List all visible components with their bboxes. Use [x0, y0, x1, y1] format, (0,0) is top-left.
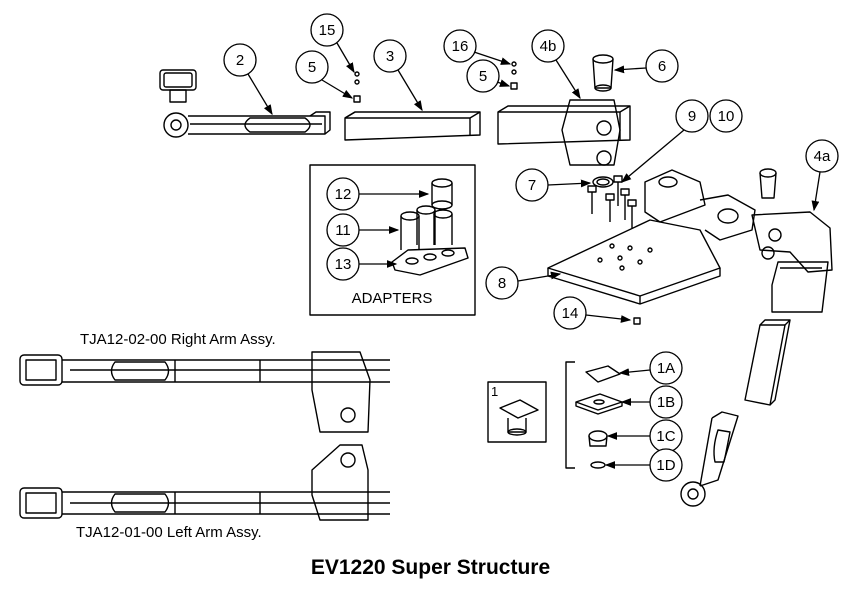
svg-text:11: 11	[335, 222, 351, 239]
callout-13: 13	[326, 247, 398, 281]
callout-11: 11	[326, 213, 400, 247]
svg-text:5: 5	[308, 59, 316, 76]
svg-text:10: 10	[718, 108, 735, 125]
callout-9: 9	[621, 99, 709, 183]
adapters-box	[309, 164, 476, 316]
svg-text:7: 7	[528, 177, 536, 194]
svg-text:1A: 1A	[657, 360, 675, 377]
callout-10: 10	[709, 99, 743, 133]
part-4b-arm-body	[497, 99, 631, 166]
right-arm-assembly-label: TJA12-02-00 Right Arm Assy.	[80, 331, 276, 348]
adapter-11-sleeves	[400, 205, 453, 250]
callout-15: 15	[310, 13, 355, 74]
callout-5-left: 5	[295, 50, 354, 99]
callout-16: 16	[443, 29, 512, 65]
part-4a-arm-assembly	[644, 168, 833, 313]
part-8-base-plate	[547, 219, 721, 305]
right-arm-assembly-drawing	[19, 351, 390, 433]
svg-text:6: 6	[658, 58, 666, 75]
svg-text:3: 3	[386, 48, 394, 65]
adapter-13-bracket	[391, 247, 469, 276]
svg-text:5: 5	[479, 68, 487, 85]
callout-1c: 1C	[606, 419, 683, 453]
svg-text:16: 16	[452, 38, 469, 55]
callout-5-right: 5	[466, 59, 511, 93]
callout-1a: 1A	[618, 351, 683, 385]
svg-text:1B: 1B	[657, 394, 675, 411]
callout-7: 7	[515, 168, 592, 202]
svg-text:1C: 1C	[656, 428, 675, 445]
svg-text:2: 2	[236, 52, 244, 69]
svg-text:13: 13	[335, 256, 352, 273]
svg-text:4a: 4a	[814, 148, 831, 165]
arm-extension-tube-right	[744, 319, 791, 406]
svg-text:15: 15	[319, 22, 336, 39]
svg-text:12: 12	[335, 186, 352, 203]
pad-kit-breakdown	[565, 361, 623, 469]
part-7-washer	[592, 176, 614, 188]
adapters-label: ADAPTERS	[352, 290, 433, 307]
diagram-caption: EV1220 Super Structure	[310, 556, 551, 579]
part-3-extension-tube	[344, 111, 481, 141]
callout-1b: 1B	[620, 385, 683, 419]
svg-text:8: 8	[498, 275, 506, 292]
svg-text:4b: 4b	[540, 38, 557, 55]
callout-12: 12	[326, 177, 430, 211]
kit-1-pad-icon	[499, 399, 539, 436]
left-arm-assembly-drawing	[19, 444, 390, 521]
svg-text:14: 14	[562, 305, 579, 322]
arm-extension-eye-right	[680, 411, 739, 507]
callout-1d: 1D	[604, 448, 683, 482]
callout-2: 2	[223, 43, 273, 116]
callout-3: 3	[373, 39, 423, 112]
hardware-screws	[353, 61, 518, 103]
kit-1-box	[487, 381, 547, 443]
left-arm-assembly-label: TJA12-01-00 Left Arm Assy.	[76, 524, 262, 541]
callout-8: 8	[485, 266, 562, 300]
svg-text:1D: 1D	[656, 457, 675, 474]
kit-1-label: 1	[491, 384, 498, 399]
adapter-12-sleeve	[431, 178, 453, 210]
svg-text:9: 9	[688, 108, 696, 125]
part-14-screw	[633, 317, 641, 325]
part-2-arm-extension	[159, 69, 331, 138]
callout-6: 6	[613, 49, 679, 83]
callout-4a: 4a	[805, 139, 839, 212]
callout-4b: 4b	[531, 29, 581, 100]
callout-14: 14	[553, 296, 632, 330]
part-6-bushing	[592, 54, 614, 92]
